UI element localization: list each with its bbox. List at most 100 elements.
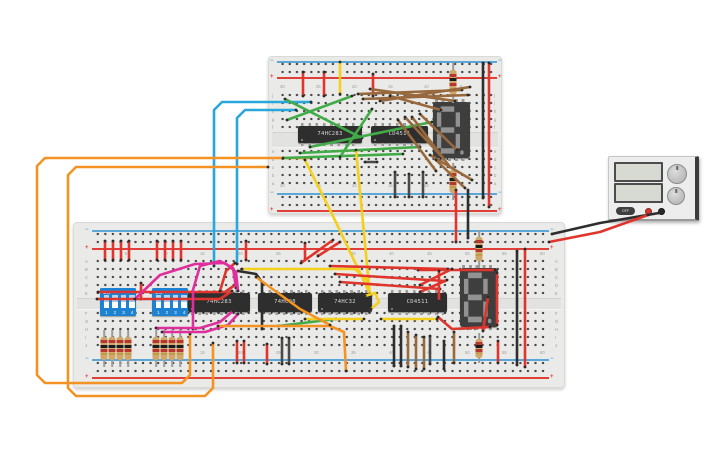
dip-slider-2[interactable] bbox=[164, 295, 170, 308]
column-number: 35 bbox=[351, 350, 356, 355]
wire-red[interactable] bbox=[95, 289, 234, 301]
wire-red[interactable] bbox=[418, 278, 449, 294]
wire-black[interactable] bbox=[550, 211, 661, 236]
resistor-band bbox=[176, 345, 184, 348]
psu-power-button[interactable]: OFF bbox=[616, 207, 635, 215]
wire-orange[interactable] bbox=[254, 275, 332, 327]
dip-slider-4[interactable] bbox=[181, 295, 187, 308]
wire-yellow[interactable] bbox=[354, 148, 372, 298]
wire-endpoint bbox=[163, 258, 167, 262]
resistor[interactable] bbox=[168, 330, 176, 367]
wire-red[interactable] bbox=[316, 240, 342, 258]
wire-blue[interactable] bbox=[235, 108, 298, 266]
resistor-band bbox=[152, 345, 160, 348]
resistor[interactable] bbox=[160, 330, 168, 367]
resistor-body bbox=[475, 237, 483, 261]
chip-label: 74HC08 bbox=[274, 299, 296, 305]
resistor[interactable] bbox=[176, 330, 184, 367]
seven-segment-display[interactable] bbox=[433, 99, 470, 161]
wire-brown[interactable] bbox=[361, 93, 470, 101]
resistor-band bbox=[116, 340, 124, 343]
wire-blue[interactable] bbox=[212, 100, 313, 268]
wire-red[interactable] bbox=[299, 238, 335, 265]
wire-endpoint bbox=[280, 362, 284, 366]
psu-voltage-knob[interactable] bbox=[667, 164, 687, 184]
wire-red[interactable] bbox=[96, 283, 237, 294]
row-letter: I bbox=[85, 334, 87, 340]
ic-chip-74hc32[interactable]: 74HC32 bbox=[318, 290, 372, 315]
psu-negative-terminal[interactable] bbox=[658, 208, 665, 215]
wire-orange[interactable] bbox=[35, 156, 313, 385]
wire-orange[interactable] bbox=[216, 324, 348, 373]
wire-red[interactable] bbox=[481, 295, 490, 333]
resistor[interactable] bbox=[449, 163, 457, 200]
resistor[interactable] bbox=[475, 333, 483, 363]
dip-slider-nub bbox=[103, 302, 110, 308]
wire-pink[interactable] bbox=[154, 309, 235, 330]
resistor-band bbox=[475, 348, 483, 352]
resistor[interactable] bbox=[124, 330, 132, 367]
wire-green[interactable] bbox=[281, 152, 405, 160]
wire-green[interactable] bbox=[298, 145, 422, 155]
wire-yellow[interactable] bbox=[363, 291, 381, 311]
wire-brown[interactable] bbox=[378, 85, 472, 103]
resistor[interactable] bbox=[475, 230, 483, 268]
dip-number: 1 bbox=[157, 309, 160, 315]
wire-green[interactable] bbox=[338, 107, 374, 159]
wire-endpoint bbox=[379, 317, 383, 321]
resistor[interactable] bbox=[152, 330, 160, 367]
wire-red[interactable] bbox=[328, 264, 450, 271]
rail-minus-symbol: − bbox=[498, 58, 502, 64]
column-number: 35 bbox=[351, 251, 356, 256]
wire-endpoint bbox=[428, 153, 432, 157]
wire-endpoint bbox=[216, 324, 220, 328]
wire-red[interactable] bbox=[436, 315, 492, 331]
ic-chip-cd4511[interactable]: CD4511 bbox=[371, 123, 428, 146]
wire-pink[interactable] bbox=[191, 259, 238, 331]
dip-slider-1[interactable] bbox=[103, 295, 110, 308]
wire-brown[interactable] bbox=[418, 112, 459, 152]
wire-orange[interactable] bbox=[66, 165, 270, 398]
psu-current-knob[interactable] bbox=[667, 187, 685, 205]
column-number: 60 bbox=[540, 251, 545, 256]
rail-plus-symbol: + bbox=[270, 74, 274, 80]
wire-pink[interactable] bbox=[133, 261, 240, 301]
wire-pink[interactable] bbox=[160, 312, 240, 334]
wire-endpoint bbox=[103, 239, 107, 243]
wire-brown[interactable] bbox=[410, 115, 452, 169]
wire-red[interactable] bbox=[547, 213, 650, 244]
resistor[interactable] bbox=[116, 330, 124, 367]
wire-brown[interactable] bbox=[388, 94, 443, 112]
wire-brown[interactable] bbox=[434, 158, 467, 190]
ic-chip-cd4511[interactable]: CD4511 bbox=[388, 290, 447, 315]
row-letter: i bbox=[494, 100, 495, 106]
wire-endpoint bbox=[393, 195, 397, 199]
wire-endpoint bbox=[338, 240, 342, 244]
wire-red[interactable] bbox=[418, 267, 454, 287]
wire-green[interactable] bbox=[285, 94, 354, 122]
dip-slider-1[interactable] bbox=[155, 295, 162, 308]
dip-slider-2[interactable] bbox=[112, 295, 118, 308]
dip-slider-4[interactable] bbox=[129, 295, 135, 308]
wire-green[interactable] bbox=[308, 120, 434, 149]
chip-pins bbox=[261, 312, 309, 315]
row-letter: G bbox=[555, 318, 559, 324]
wire-yellow[interactable] bbox=[303, 158, 373, 298]
wire-endpoint bbox=[127, 258, 131, 262]
wire-endpoint bbox=[154, 326, 158, 330]
column-number: 20 bbox=[238, 251, 243, 256]
wire-endpoint bbox=[392, 324, 396, 328]
dip-slider-3[interactable] bbox=[172, 295, 179, 308]
resistor-body bbox=[152, 337, 160, 360]
wire-brown[interactable] bbox=[396, 118, 438, 173]
wire-green[interactable] bbox=[283, 97, 364, 140]
dip-slider-3[interactable] bbox=[120, 295, 127, 308]
wire-endpoint bbox=[338, 155, 342, 159]
wire-red[interactable] bbox=[338, 280, 442, 291]
resistor[interactable] bbox=[108, 330, 116, 367]
wire-red[interactable] bbox=[218, 261, 237, 293]
wire-endpoint bbox=[283, 97, 287, 101]
resistor[interactable] bbox=[100, 330, 108, 367]
wire-red[interactable] bbox=[333, 272, 447, 283]
power-supply[interactable]: OFF bbox=[608, 156, 699, 221]
